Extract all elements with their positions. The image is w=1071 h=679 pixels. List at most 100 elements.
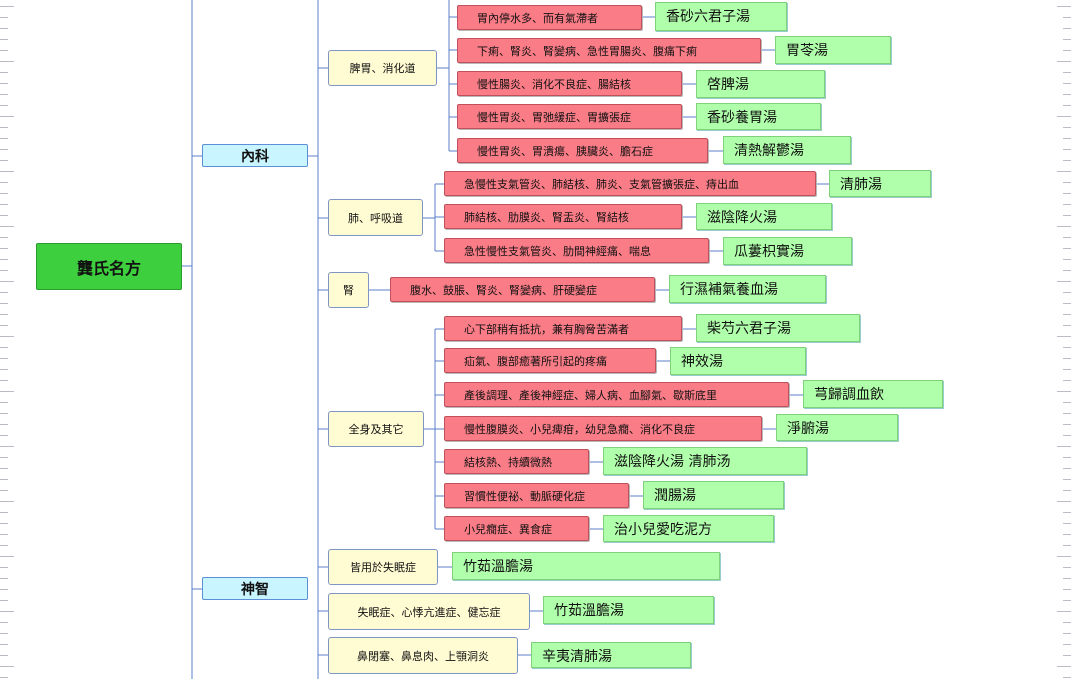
ruler-tick — [0, 259, 8, 260]
formula-node[interactable]: 啓脾湯 — [696, 70, 825, 98]
ruler-tick — [1057, 611, 1071, 612]
symptom-node[interactable]: 慢性胃炎、胃弛緩症、胃擴張症 — [457, 104, 682, 129]
symptom-node[interactable]: 急性慢性支氣管炎、肋間神經痛、喘息 — [444, 238, 709, 263]
symptom-node[interactable]: 慢性胃炎、胃潰瘍、胰臟炎、膽石症 — [457, 138, 708, 163]
ruler-tick — [0, 336, 14, 337]
formula-node[interactable]: 香砂六君子湯 — [655, 2, 787, 31]
ruler-tick — [1057, 446, 1071, 447]
ruler-tick — [0, 633, 8, 634]
formula-node[interactable]: 瓜蔞枳實湯 — [723, 237, 852, 265]
formula-node[interactable]: 清熱解鬱湯 — [723, 136, 851, 164]
ruler-tick — [1063, 83, 1071, 84]
formula-node[interactable]: 胃苓湯 — [775, 36, 891, 64]
ruler-tick — [1057, 281, 1071, 282]
ruler-tick — [1063, 314, 1071, 315]
ruler-tick — [0, 50, 8, 51]
symptom-node[interactable]: 結核熱、持續微熱 — [444, 449, 589, 474]
ruler-tick — [0, 501, 14, 502]
symptom-node[interactable]: 急慢性支氣管炎、肺結核、肺炎、支氣管擴張症、痔出血 — [444, 171, 816, 196]
ruler-tick — [1063, 193, 1071, 194]
ruler-tick — [1057, 116, 1071, 117]
symptom-node[interactable]: 疝氣、腹部癒著所引起的疼痛 — [444, 348, 656, 373]
ruler-tick — [0, 644, 8, 645]
ruler-tick — [1063, 237, 1071, 238]
symptom-node[interactable]: 腹水、鼓脹、腎炎、腎變病、肝硬變症 — [390, 277, 655, 302]
ruler-tick — [0, 248, 8, 249]
ruler-tick — [0, 94, 8, 95]
ruler-tick — [1063, 622, 1071, 623]
ruler-tick — [1063, 50, 1071, 51]
ruler-tick — [0, 435, 8, 436]
subcategory-insomnia[interactable]: 皆用於失眠症 — [328, 549, 438, 585]
ruler-tick — [1063, 567, 1071, 568]
formula-node[interactable]: 行濕補氣養血湯 — [669, 275, 826, 303]
formula-node[interactable]: 治小兒愛吃泥方 — [603, 515, 774, 542]
ruler-tick — [1063, 138, 1071, 139]
ruler-tick — [1063, 380, 1071, 381]
ruler-tick — [1063, 347, 1071, 348]
symptom-node[interactable]: 習慣性便祕、動脈硬化症 — [444, 483, 629, 508]
symptom-node[interactable]: 胃內停水多、而有氣滯者 — [457, 5, 642, 30]
symptom-node[interactable]: 小兒癇症、異食症 — [444, 516, 589, 541]
subcategory-insomnia-palpitation-amnesia[interactable]: 失眠症、心悸亢進症、健忘症 — [328, 593, 530, 630]
ruler-tick — [0, 83, 8, 84]
subcategory-lung-respiratory[interactable]: 肺、呼吸道 — [328, 199, 423, 236]
ruler-tick — [1063, 39, 1071, 40]
ruler-tick — [1063, 589, 1071, 590]
symptom-node[interactable]: 肺結核、肋膜炎、腎盂炎、腎結核 — [444, 204, 682, 229]
formula-node[interactable]: 竹茹溫膽湯 — [452, 552, 720, 580]
ruler-tick — [0, 28, 8, 29]
ruler-tick — [0, 270, 8, 271]
ruler-tick — [1063, 160, 1071, 161]
formula-node[interactable]: 竹茹溫膽湯 — [543, 596, 714, 624]
formula-node[interactable]: 滋陰降火湯 清肺汤 — [603, 447, 807, 475]
ruler-tick — [1063, 457, 1071, 458]
ruler-tick — [0, 567, 8, 568]
ruler-tick — [0, 182, 8, 183]
ruler-tick — [1063, 655, 1071, 656]
formula-node[interactable]: 清肺湯 — [829, 170, 931, 197]
ruler-tick — [0, 160, 8, 161]
ruler-tick — [0, 72, 8, 73]
subcategory-nasal-obstruction[interactable]: 鼻閉塞、鼻息肉、上顎洞炎 — [328, 637, 518, 674]
category-mental[interactable]: 神智 — [202, 577, 308, 600]
ruler-tick — [0, 655, 8, 656]
formula-node[interactable]: 滋陰降火湯 — [696, 203, 832, 230]
ruler-tick — [0, 347, 8, 348]
ruler-tick — [0, 226, 14, 227]
ruler-tick — [1063, 402, 1071, 403]
formula-node[interactable]: 淨腑湯 — [776, 414, 898, 441]
ruler-tick — [0, 292, 8, 293]
ruler-tick — [0, 611, 14, 612]
ruler-tick — [1063, 72, 1071, 73]
formula-node[interactable]: 潤腸湯 — [643, 481, 784, 509]
subcategory-spleen-stomach[interactable]: 脾胃、消化道 — [328, 50, 437, 86]
root-node[interactable]: 龔氏名方 — [36, 243, 182, 290]
category-internal-medicine[interactable]: 內科 — [202, 144, 308, 167]
subcategory-kidney[interactable]: 腎 — [328, 272, 369, 308]
formula-node[interactable]: 辛夷清肺湯 — [531, 642, 691, 668]
ruler-tick — [1063, 149, 1071, 150]
ruler-tick — [1063, 215, 1071, 216]
ruler-tick — [0, 512, 8, 513]
symptom-node[interactable]: 下痢、腎炎、腎變病、急性胃腸炎、腹痛下痢 — [457, 38, 761, 63]
ruler-tick — [0, 479, 8, 480]
ruler-tick — [1063, 182, 1071, 183]
formula-node[interactable]: 香砂養胃湯 — [696, 103, 821, 130]
ruler-tick — [0, 6, 14, 7]
symptom-node[interactable]: 產後調理、產後神經症、婦人病、血腳氣、歇斯底里 — [444, 382, 789, 407]
ruler-tick — [0, 677, 8, 678]
ruler-tick — [1063, 424, 1071, 425]
formula-node[interactable]: 柴芍六君子湯 — [696, 314, 860, 342]
symptom-node[interactable]: 慢性腸炎、消化不良症、腸結核 — [457, 71, 682, 96]
formula-node[interactable]: 芎歸調血飲 — [803, 380, 943, 408]
symptom-node[interactable]: 慢性腹膜炎、小兒痺疳，幼兒急癇、消化不良症 — [444, 416, 762, 441]
ruler-tick — [1063, 545, 1071, 546]
ruler-tick — [0, 314, 8, 315]
symptom-node[interactable]: 心下部稍有抵抗，兼有胸脅苦滿者 — [444, 316, 682, 341]
ruler-tick — [1057, 336, 1071, 337]
subcategory-whole-body-other[interactable]: 全身及其它 — [328, 411, 424, 447]
ruler-tick — [1063, 523, 1071, 524]
ruler-tick — [0, 534, 8, 535]
formula-node[interactable]: 神效湯 — [670, 347, 806, 375]
